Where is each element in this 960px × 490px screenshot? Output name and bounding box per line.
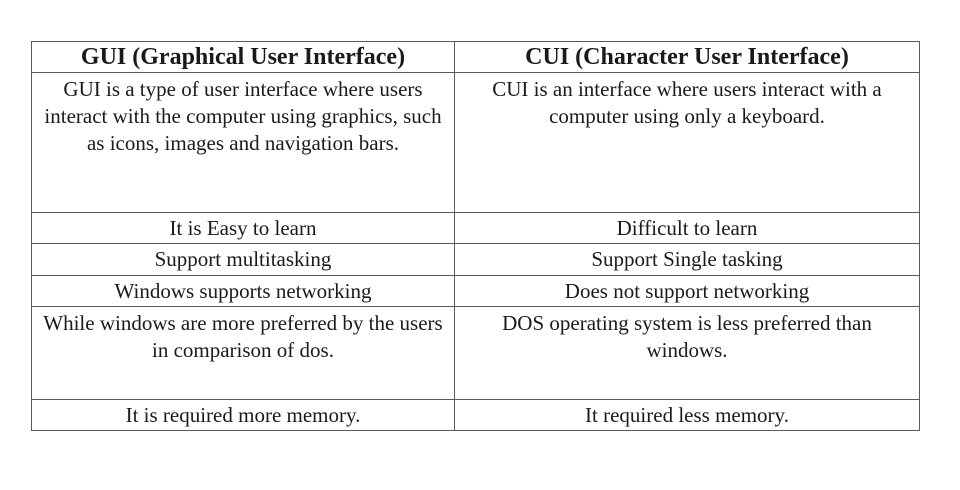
table-row-networking: Windows supports networking Does not sup… <box>31 275 920 307</box>
gui-learning-cell: It is Easy to learn <box>31 212 455 244</box>
cui-definition-cell: CUI is an interface where users interact… <box>454 72 920 213</box>
gui-preference-cell: While windows are more preferred by the … <box>31 306 455 400</box>
comparison-table: GUI (Graphical User Interface) CUI (Char… <box>31 41 920 431</box>
gui-tasking-cell: Support multitasking <box>31 243 455 276</box>
gui-column-header: GUI (Graphical User Interface) <box>31 41 455 73</box>
gui-memory-cell: It is required more memory. <box>31 399 455 431</box>
cui-preference-cell: DOS operating system is less preferred t… <box>454 306 920 400</box>
table-header-row: GUI (Graphical User Interface) CUI (Char… <box>31 41 920 73</box>
table-row-memory: It is required more memory. It required … <box>31 399 920 431</box>
gui-definition-cell: GUI is a type of user interface where us… <box>31 72 455 213</box>
cui-column-header: CUI (Character User Interface) <box>454 41 920 73</box>
gui-networking-cell: Windows supports networking <box>31 275 455 307</box>
cui-memory-cell: It required less memory. <box>454 399 920 431</box>
table-row-definition: GUI is a type of user interface where us… <box>31 72 920 213</box>
cui-networking-cell: Does not support networking <box>454 275 920 307</box>
cui-learning-cell: Difficult to learn <box>454 212 920 244</box>
table-row-learning: It is Easy to learn Difficult to learn <box>31 212 920 244</box>
table-row-preference: While windows are more preferred by the … <box>31 306 920 400</box>
cui-tasking-cell: Support Single tasking <box>454 243 920 276</box>
table-row-tasking: Support multitasking Support Single task… <box>31 243 920 276</box>
